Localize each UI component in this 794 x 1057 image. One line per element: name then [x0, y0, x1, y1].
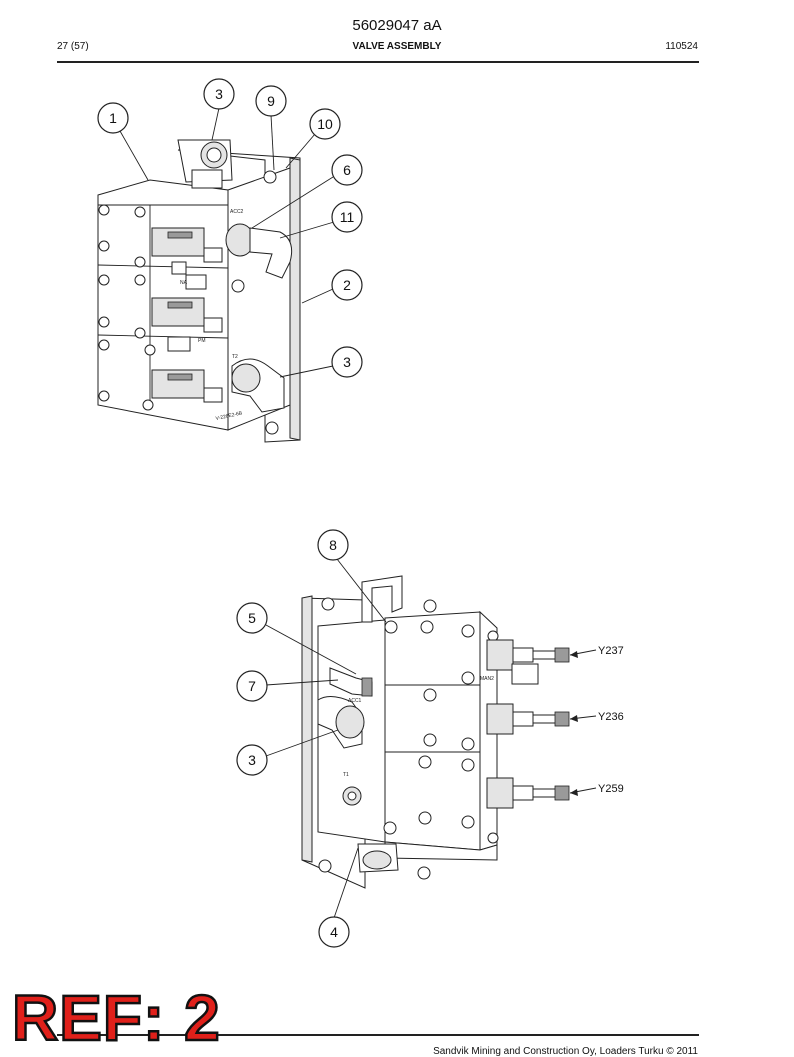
svg-text:3: 3 [343, 354, 351, 370]
signal-label-y259: Y259 [598, 783, 624, 795]
callout-top-2: 2 [331, 269, 363, 301]
marking-acc2: ACC2 [230, 209, 244, 215]
marking-t1: T1 [343, 772, 349, 778]
header-rule [57, 61, 699, 63]
svg-text:2: 2 [343, 277, 351, 293]
callout-top-1: 1 [97, 102, 129, 134]
callout-bottom-5: 5 [236, 602, 268, 634]
callout-top-9: 9 [255, 85, 287, 117]
marking-model: V-226E2-6B [215, 410, 243, 422]
callout-top-10: 10 [309, 108, 341, 140]
signal-label-y237: Y237 [598, 645, 624, 657]
callout-top-11: 11 [331, 201, 363, 233]
marking-pm: PM [198, 338, 206, 344]
callout-bottom-4: 4 [318, 916, 350, 948]
svg-text:4: 4 [330, 924, 338, 940]
marking-t2: T2 [232, 354, 238, 360]
footer-copyright: Sandvik Mining and Construction Oy, Load… [433, 1046, 698, 1057]
top-valve-figure: ACC2 NA PM T2 V-226E2-6B [97, 107, 335, 443]
callout-bottom-3: 3 [236, 744, 268, 776]
marking-man2: MAN2 [480, 676, 494, 682]
svg-text:3: 3 [215, 86, 223, 102]
svg-text:8: 8 [329, 537, 337, 553]
callout-top-3-lower: 3 [331, 346, 363, 378]
bottom-valve-figure: MAN2 ACC1 T1 [265, 558, 597, 919]
callout-top-6: 6 [331, 154, 363, 186]
callout-top-3-upper: 3 [203, 78, 235, 110]
ref-stamp: REF: 2 [11, 982, 221, 1054]
callout-bottom-7: 7 [236, 670, 268, 702]
footer-rule [57, 1034, 699, 1036]
svg-text:9: 9 [267, 93, 275, 109]
document-number: 56029047 aA [352, 17, 442, 34]
callout-bottom-8: 8 [317, 529, 349, 561]
signal-label-y236: Y236 [598, 711, 624, 723]
marking-acc1: ACC1 [348, 698, 362, 704]
svg-text:11: 11 [340, 209, 355, 225]
svg-text:3: 3 [248, 752, 256, 768]
svg-text:7: 7 [248, 678, 256, 694]
marking-na: NA [180, 280, 188, 286]
svg-text:1: 1 [109, 110, 117, 126]
date-code: 110524 [665, 41, 698, 52]
svg-text:6: 6 [343, 162, 351, 178]
svg-text:10: 10 [317, 116, 333, 132]
section-title: VALVE ASSEMBLY [352, 41, 442, 52]
page-counter: 27 (57) [57, 41, 89, 52]
svg-text:5: 5 [248, 610, 256, 626]
